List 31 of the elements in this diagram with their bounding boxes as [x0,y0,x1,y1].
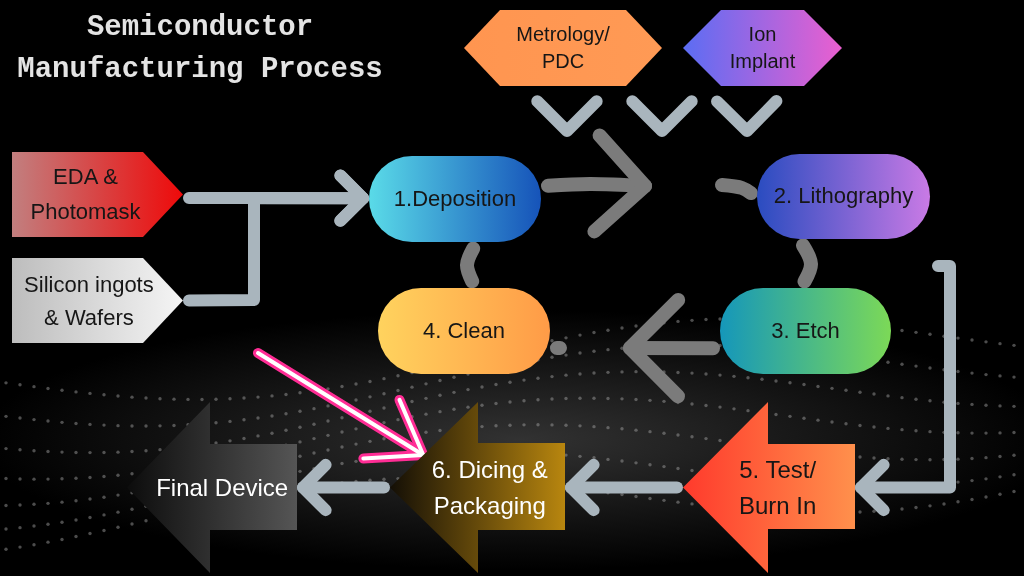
process-pill [757,154,930,239]
stage-arrow-shape [390,402,565,573]
connector-line [550,341,567,356]
node-label: Silicon ingots & Wafers [23,270,155,332]
node-label: Ion Implant [728,22,797,74]
arrow [183,169,369,307]
node-label: Final Device [156,472,289,503]
neon-arrow [253,348,429,464]
process-pill [720,288,891,374]
arrow [855,260,956,517]
arrow [565,458,683,517]
process-pill [369,156,541,242]
tool-hexagon [464,10,662,86]
node-label: 3. Etch [771,317,840,345]
node-label: 1.Deposition [393,185,517,213]
arrow [297,458,390,517]
input-pentagon [12,258,183,343]
arrow [623,293,720,404]
node-label: 5. Test/ Burn In [737,454,818,521]
node-label: EDA & Photomask [29,163,142,226]
tool-hexagon [683,10,842,86]
node-label: 6. Dicing & Packaging [430,454,549,521]
stage-arrow-shape [683,402,855,573]
node-label: Metrology/ PDC [515,22,611,74]
connector-line [715,178,758,201]
input-pentagon [12,152,183,237]
node-label: 4. Clean [423,317,505,345]
node-label: 2. Lithography [773,183,914,210]
diagram-title: Semiconductor Manufacturing Process [16,10,384,88]
arrow [541,128,652,239]
process-pill [378,288,550,374]
